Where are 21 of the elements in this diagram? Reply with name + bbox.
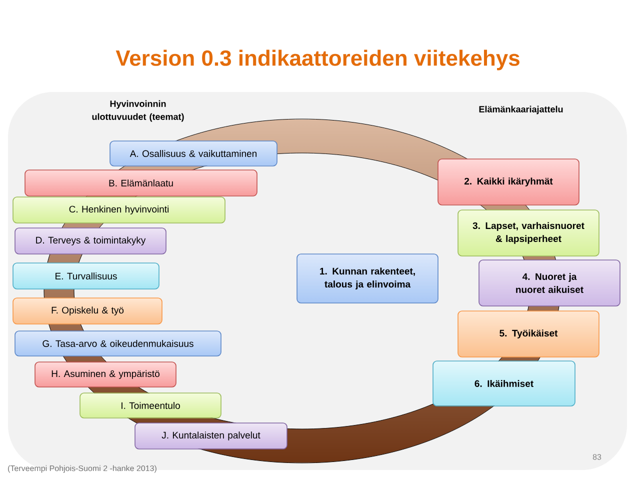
category-box: 4. Nuoret ja nuoret aikuiset: [478, 260, 620, 306]
category-box: 3. Lapset, varhaisnuoret & lapsiperheet: [458, 210, 600, 256]
category-box: 1. Kunnan rakenteet, talous ja elinvoima: [296, 254, 438, 304]
category-box: 5. Työikäiset: [458, 310, 600, 358]
theme-box: B. Elämänlaatu: [24, 170, 258, 196]
heading: Hyvinvoinnin ulottuvuudet (teemat): [92, 100, 184, 122]
title: Version 0.3 indikaattoreiden viitekehys: [116, 50, 520, 70]
heading: Elämänkaariajattelu: [479, 106, 563, 114]
theme-box: G. Tasa-arvo & oikeudenmukaisuus: [14, 330, 222, 356]
category-box: 6. Ikäihmiset: [432, 360, 576, 406]
category-box: 2. Kaikki ikäryhmät: [438, 158, 580, 206]
theme-box: I. Toimeentulo: [80, 392, 222, 418]
source-note: (Terveempi Pohjois-Suomi 2 -hanke 2013): [8, 465, 156, 473]
theme-box: A. Osallisuus & vaikuttaminen: [110, 140, 278, 166]
theme-box: E. Turvallisuus: [12, 262, 160, 290]
theme-box: J. Kuntalaisten palvelut: [134, 422, 288, 450]
page-number: 83: [592, 454, 602, 460]
theme-box: C. Henkinen hyvinvointi: [12, 196, 226, 224]
theme-box: D. Terveys & toimintakyky: [14, 228, 166, 254]
theme-box: H. Asuminen & ympäristö: [34, 362, 176, 388]
theme-box: F. Opiskelu & työ: [12, 298, 162, 324]
